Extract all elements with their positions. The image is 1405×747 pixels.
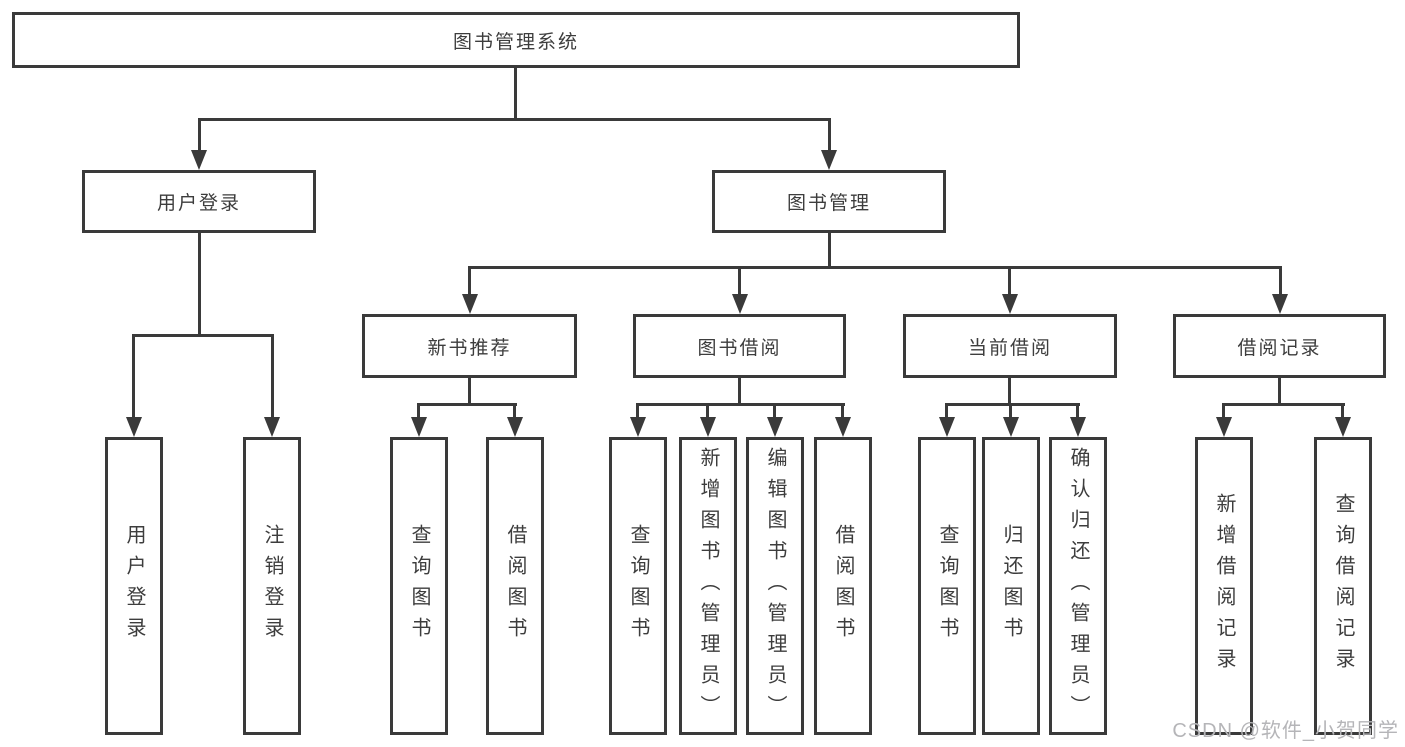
connector-line [1341,403,1344,419]
connector-line [945,403,948,419]
arrow-down-icon [1070,417,1086,437]
leaf-edit-book-admin-label: 编辑图书（管理员） [764,446,786,726]
arrow-down-icon [191,150,207,170]
leaf-query-borrow-record-label: 查询借阅记录 [1332,493,1354,679]
arrow-down-icon [1003,417,1019,437]
arrow-down-icon [835,417,851,437]
node-user-login: 用户登录 [82,170,316,233]
connector-line [828,232,831,268]
node-current-borrow-label: 当前借阅 [967,337,1052,359]
node-root: 图书管理系统 [12,12,1020,68]
connector-line [1008,266,1011,297]
node-book-management: 图书管理 [712,170,946,233]
leaf-borrow-book-label: 借阅图书 [832,524,854,648]
leaf-add-book-admin-label: 新增图书（管理员） [697,446,719,726]
node-book-borrow: 图书借阅 [633,314,846,378]
arrow-down-icon [462,294,478,314]
connector-line [1222,403,1225,419]
connector-line [468,266,471,297]
arrow-down-icon [821,150,837,170]
leaf-query-borrow-record: 查询借阅记录 [1314,437,1372,735]
leaf-confirm-return-admin-label: 确认归还（管理员） [1067,446,1089,726]
leaf-query-book-borrow-label: 查询图书 [627,524,649,648]
arrow-down-icon [732,294,748,314]
arrow-down-icon [411,417,427,437]
leaf-borrow-book-recommend: 借阅图书 [486,437,544,735]
node-user-login-label: 用户登录 [156,193,241,214]
connector-line [636,403,845,406]
node-borrow-records-label: 借阅记录 [1237,337,1322,359]
arrow-down-icon [507,417,523,437]
connector-line [1008,378,1011,406]
connector-line [514,68,517,120]
connector-line [1222,403,1345,406]
leaf-query-book-current: 查询图书 [918,437,976,735]
leaf-add-borrow-record: 新增借阅记录 [1195,437,1253,735]
arrow-down-icon [126,417,142,437]
leaf-logout: 注销登录 [243,437,301,735]
arrow-down-icon [1216,417,1232,437]
arrow-down-icon [700,417,716,437]
arrow-down-icon [1272,294,1288,314]
leaf-query-book-recommend-label: 查询图书 [408,524,430,648]
connector-line [636,403,639,419]
connector-line [828,118,831,153]
connector-line [738,378,741,406]
leaf-confirm-return-admin: 确认归还（管理员） [1049,437,1107,735]
connector-line [945,403,1080,406]
leaf-add-book-admin: 新增图书（管理员） [679,437,737,735]
connector-line [468,378,471,406]
leaf-add-borrow-record-label: 新增借阅记录 [1213,493,1235,679]
connector-line [1279,266,1282,297]
connector-line [198,118,201,153]
connector-line [198,232,201,336]
connector-line [417,403,517,406]
connector-line [841,403,844,419]
leaf-query-book-current-label: 查询图书 [936,524,958,648]
connector-line [1076,403,1079,419]
leaf-user-login: 用户登录 [105,437,163,735]
arrow-down-icon [1335,417,1351,437]
leaf-return-book: 归还图书 [982,437,1040,735]
node-new-book-recommend: 新书推荐 [362,314,577,378]
leaf-edit-book-admin: 编辑图书（管理员） [746,437,804,735]
csdn-watermark: CSDN @软件_小贺同学 [1172,720,1399,742]
connector-line [773,403,776,419]
arrow-down-icon [767,417,783,437]
arrow-down-icon [630,417,646,437]
leaf-user-login-label: 用户登录 [123,524,145,648]
connector-line [1009,403,1012,419]
connector-line [513,403,516,419]
leaf-query-book-borrow: 查询图书 [609,437,667,735]
connector-line [198,118,831,121]
node-current-borrow: 当前借阅 [903,314,1117,378]
leaf-return-book-label: 归还图书 [1000,524,1022,648]
connector-line [738,266,741,297]
connector-line [417,403,420,419]
node-new-book-recommend-label: 新书推荐 [427,337,512,359]
leaf-borrow-book: 借阅图书 [814,437,872,735]
node-root-label: 图书管理系统 [452,31,579,53]
connector-line [132,334,274,337]
leaf-logout-label: 注销登录 [261,524,283,648]
arrow-down-icon [264,417,280,437]
connector-line [1278,378,1281,406]
leaf-query-book-recommend: 查询图书 [390,437,448,735]
arrow-down-icon [939,417,955,437]
arrow-down-icon [1002,294,1018,314]
connector-line [468,266,1282,269]
leaf-borrow-book-recommend-label: 借阅图书 [504,524,526,648]
connector-line [132,334,135,419]
node-book-management-label: 图书管理 [786,193,871,214]
node-book-borrow-label: 图书借阅 [697,337,782,359]
connector-line [271,334,274,419]
connector-line [706,403,709,419]
node-borrow-records: 借阅记录 [1173,314,1386,378]
